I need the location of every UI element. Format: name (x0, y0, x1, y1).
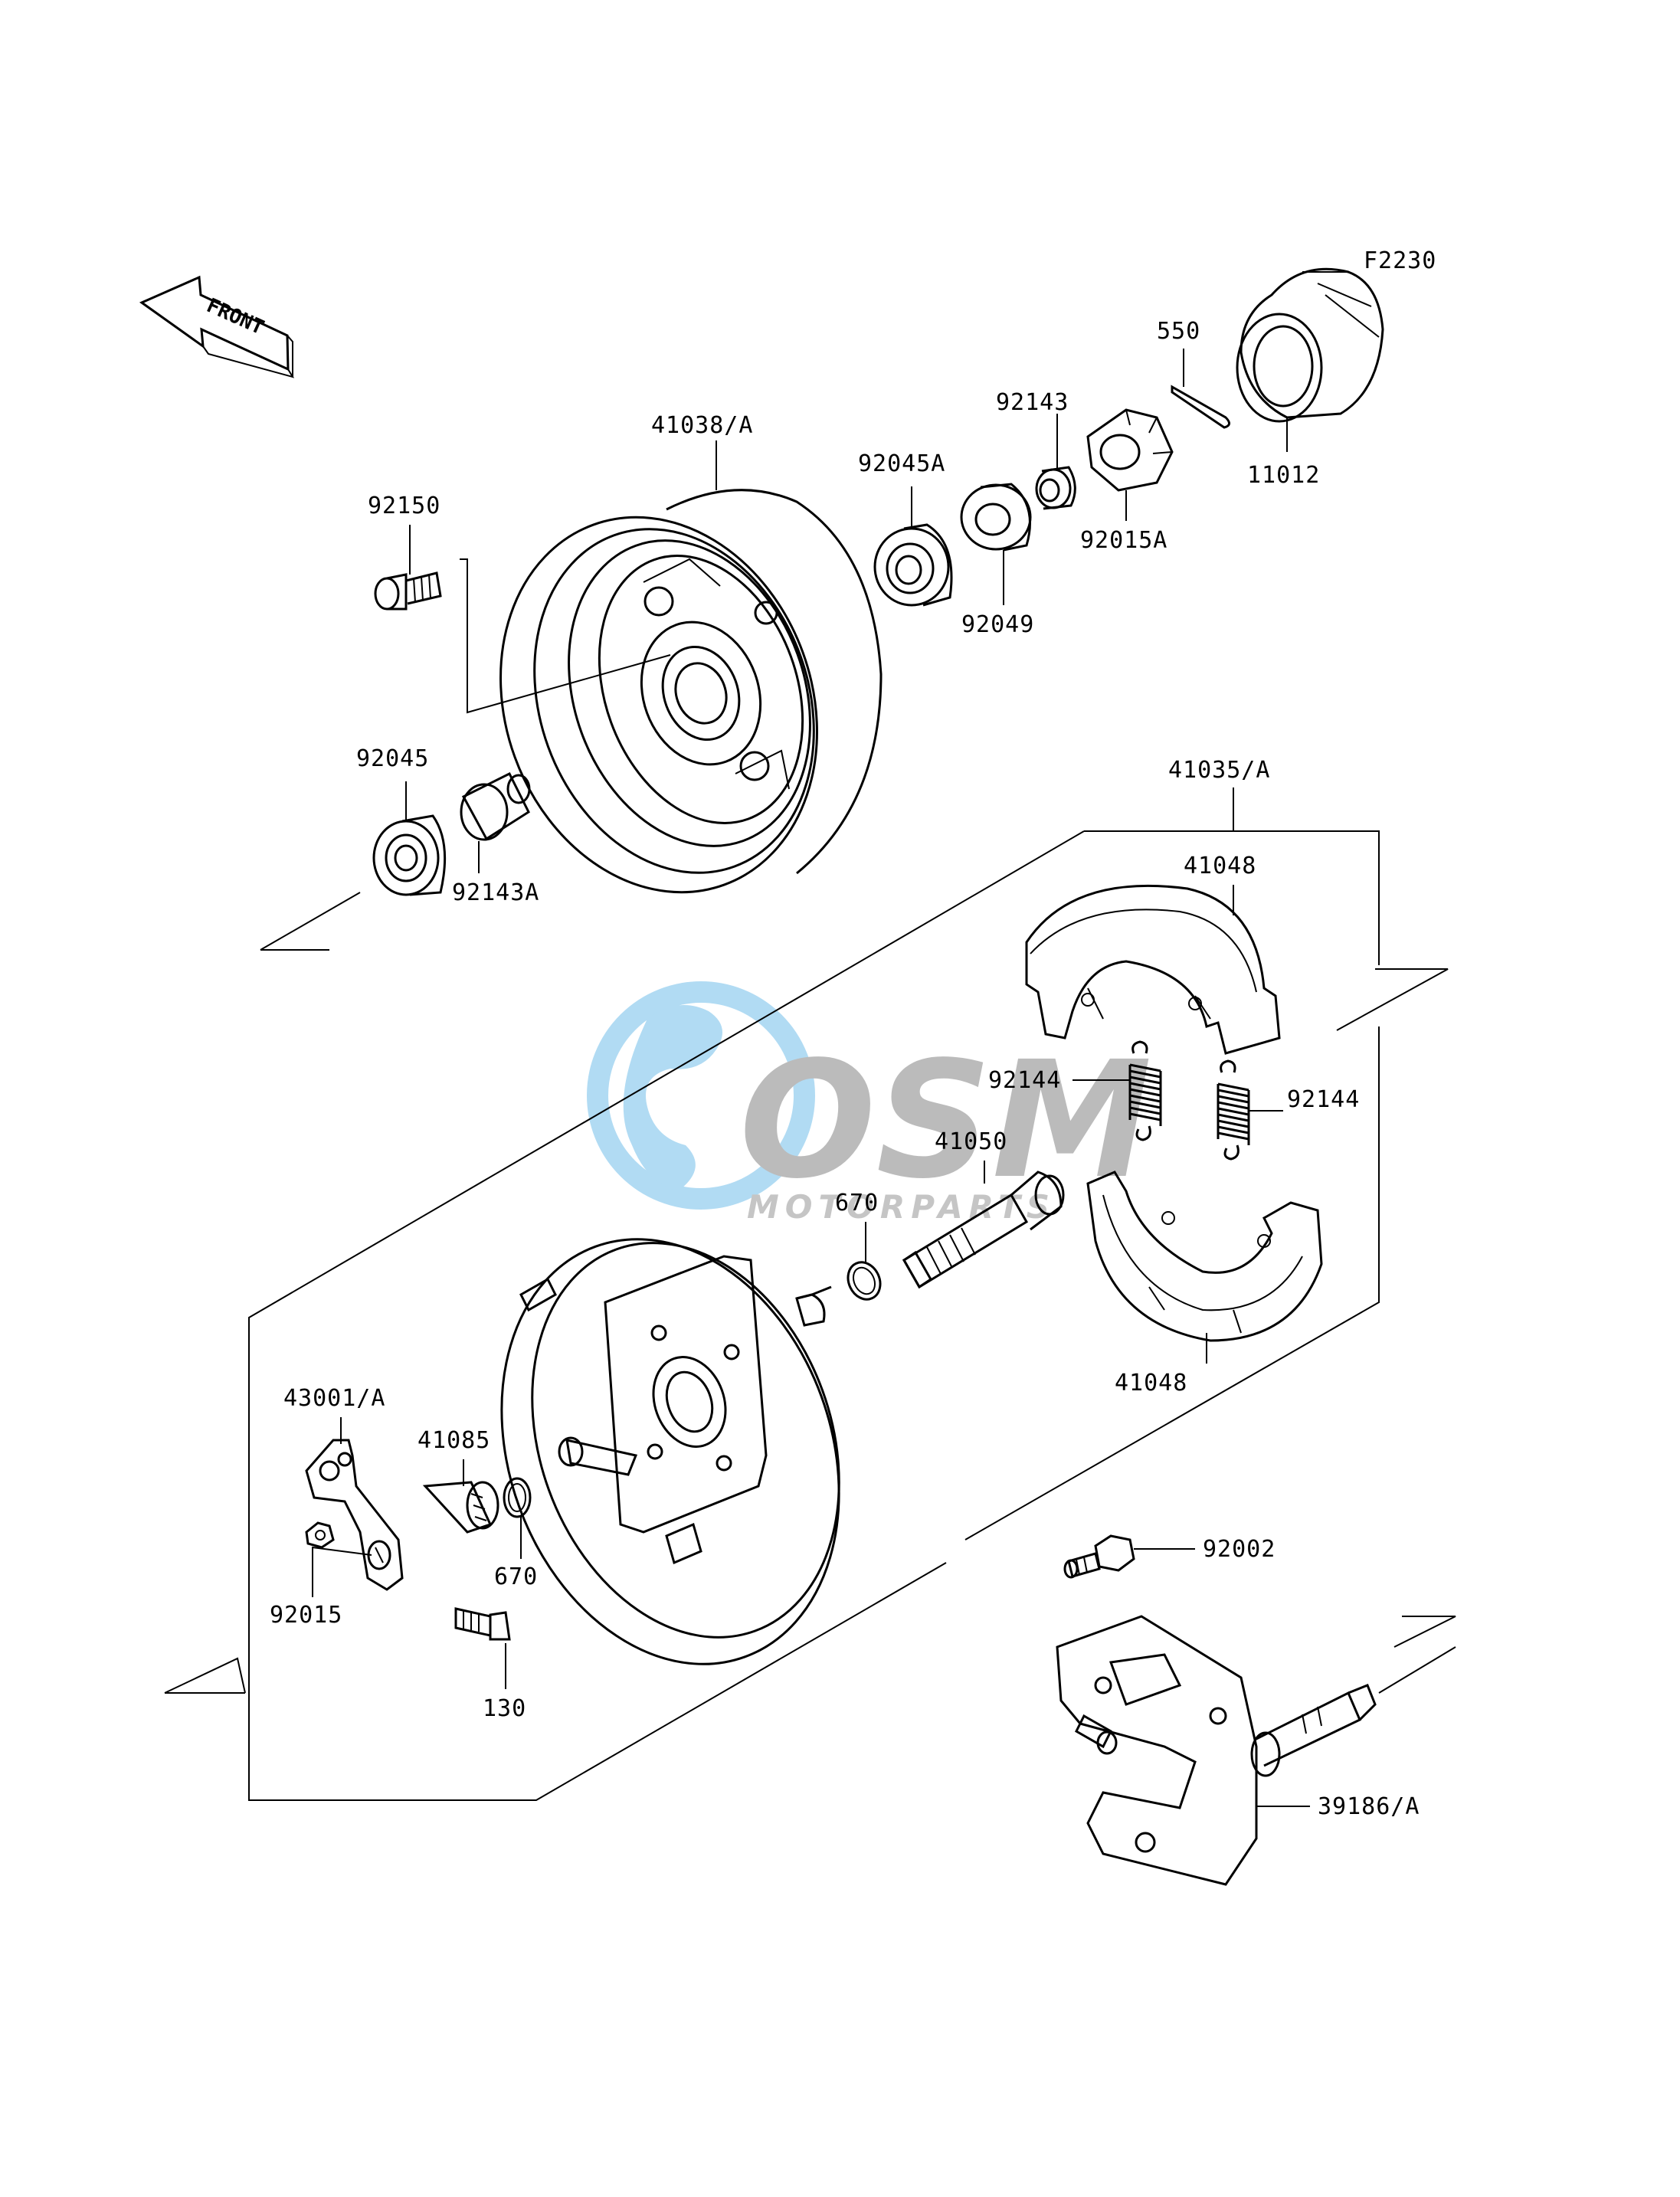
watermark-sub: MOTORPARTS (747, 1188, 1056, 1226)
label-41048-bottom: 41048 (1115, 1370, 1187, 1396)
label-41085: 41085 (418, 1427, 490, 1454)
label-92144-right: 92144 (1287, 1086, 1360, 1113)
bolt-130 (454, 1607, 511, 1641)
part-labels: 11012 550 92143 92015A 92045A 92049 4103… (270, 318, 1420, 1820)
label-92015A: 92015A (1080, 527, 1167, 554)
knuckle-39186A (1056, 1615, 1377, 1886)
collar-92143 (1035, 466, 1076, 510)
watermark-main: OSM (739, 1026, 1152, 1214)
leader-lines (312, 349, 1310, 1807)
brake-shoe-41048-top (1025, 884, 1281, 1055)
label-670-top: 670 (835, 1190, 879, 1216)
watermark: OSM MOTORPARTS (587, 981, 1152, 1226)
seal-92049 (960, 483, 1032, 552)
hub-cap-11012 (1236, 267, 1384, 423)
label-92049: 92049 (961, 611, 1034, 638)
label-92002: 92002 (1203, 1536, 1276, 1563)
collar-92143A (460, 771, 531, 841)
figure-code: F2230 (1364, 247, 1436, 274)
label-92144-left: 92144 (988, 1067, 1061, 1094)
label-41050: 41050 (935, 1128, 1007, 1155)
wear-indicator-41085 (422, 1481, 499, 1534)
label-41038A: 41038/A (651, 412, 753, 439)
label-92143A: 92143A (452, 879, 539, 906)
cotter-pin-550 (1171, 385, 1230, 429)
bolt-92150 (374, 571, 442, 611)
front-arrow-icon: FRONT (139, 275, 295, 378)
center-lines (164, 558, 1456, 1694)
hub-assembly-box (248, 830, 1085, 1801)
brake-shoe-41048-bottom (1086, 1171, 1323, 1342)
nut-92015 (305, 1521, 335, 1549)
label-92045: 92045 (356, 745, 429, 772)
label-92143: 92143 (996, 389, 1069, 416)
label-41048-top: 41048 (1184, 853, 1256, 879)
brake-lever-43001A (305, 1439, 404, 1591)
brake-drum-41038A (499, 489, 883, 894)
nut-92015A (1086, 408, 1174, 492)
label-92015: 92015 (270, 1602, 342, 1629)
label-43001A: 43001/A (283, 1385, 385, 1412)
spring-92144-right (1217, 1059, 1250, 1161)
shoe-assembly-box (964, 830, 1380, 1541)
label-92150: 92150 (368, 493, 440, 519)
o-ring-670-bottom (503, 1477, 532, 1518)
label-130: 130 (483, 1695, 526, 1722)
label-550: 550 (1157, 318, 1200, 345)
label-39186A: 39186/A (1318, 1793, 1420, 1820)
label-92045A: 92045A (858, 450, 945, 477)
bolt-92002 (1063, 1534, 1135, 1579)
o-ring-670-top (847, 1261, 882, 1301)
spring-92144-left (1128, 1040, 1162, 1141)
bearing-92045 (372, 814, 447, 896)
bearing-92045A (873, 523, 953, 607)
label-670-bottom: 670 (494, 1563, 538, 1590)
watermark-continents (623, 1005, 722, 1191)
label-41035A: 41035/A (1168, 757, 1270, 784)
watermark-globe (587, 981, 815, 1210)
camshaft-41050 (902, 1171, 1065, 1289)
brake-panel (500, 1238, 840, 1665)
label-11012: 11012 (1247, 462, 1320, 489)
